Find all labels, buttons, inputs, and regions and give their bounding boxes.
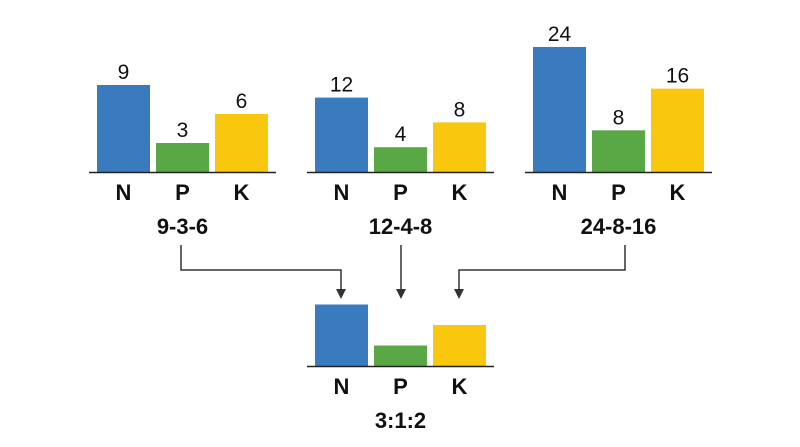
category-label-p: P [393, 374, 408, 399]
category-label-p: P [175, 180, 190, 205]
category-label-n: N [116, 180, 132, 205]
category-label-n: N [334, 180, 350, 205]
arrow-from-chart-1 [180, 245, 346, 299]
bar-p [156, 142, 209, 172]
bar-n [97, 84, 150, 172]
category-label-k: K [452, 374, 468, 399]
ratio-caption: 3:1:2 [375, 408, 426, 433]
data-label-p: 4 [395, 123, 407, 146]
bar-p [374, 147, 427, 172]
bar-n [533, 46, 586, 172]
ratio-caption: 12-4-8 [369, 214, 433, 239]
chart-9-3-6: 9N 3P 6K 9-3-6 [89, 61, 276, 239]
ratio-caption: 24-8-16 [581, 214, 657, 239]
data-label-k: 16 [666, 65, 689, 88]
arrow-from-chart-3 [454, 245, 626, 299]
bar-p [592, 130, 645, 172]
category-label-n: N [552, 180, 568, 205]
category-label-p: P [611, 180, 626, 205]
data-label-p: 8 [613, 106, 625, 129]
chart-24-8-16: 24N 8P 16K 24-8-16 [525, 23, 712, 239]
bar-k [651, 88, 704, 172]
category-label-k: K [452, 180, 468, 205]
bar-n [315, 304, 368, 366]
data-label-k: 8 [454, 98, 466, 121]
data-label-k: 6 [236, 90, 248, 113]
connector-arrows [180, 245, 626, 299]
category-label-k: K [670, 180, 686, 205]
data-label-n: 24 [548, 23, 572, 46]
bar-charts: 9N3P6K9-3-612N4P8K12-4-824N8P16K24-8-16N… [89, 23, 712, 433]
data-label-n: 9 [118, 61, 130, 84]
category-label-n: N [334, 374, 350, 399]
category-label-p: P [393, 180, 408, 205]
ratio-caption: 9-3-6 [157, 214, 208, 239]
bar-k [433, 122, 486, 172]
bar-p [374, 345, 427, 366]
bar-k [433, 325, 486, 366]
chart-12-4-8: 12N 4P 8K 12-4-8 [307, 74, 494, 239]
bar-k [215, 113, 268, 172]
category-label-k: K [234, 180, 250, 205]
data-label-n: 12 [330, 74, 353, 97]
data-label-p: 3 [177, 119, 189, 142]
bar-n [315, 97, 368, 172]
chart-3:1:2: N P K 3:1:2 [307, 304, 494, 433]
